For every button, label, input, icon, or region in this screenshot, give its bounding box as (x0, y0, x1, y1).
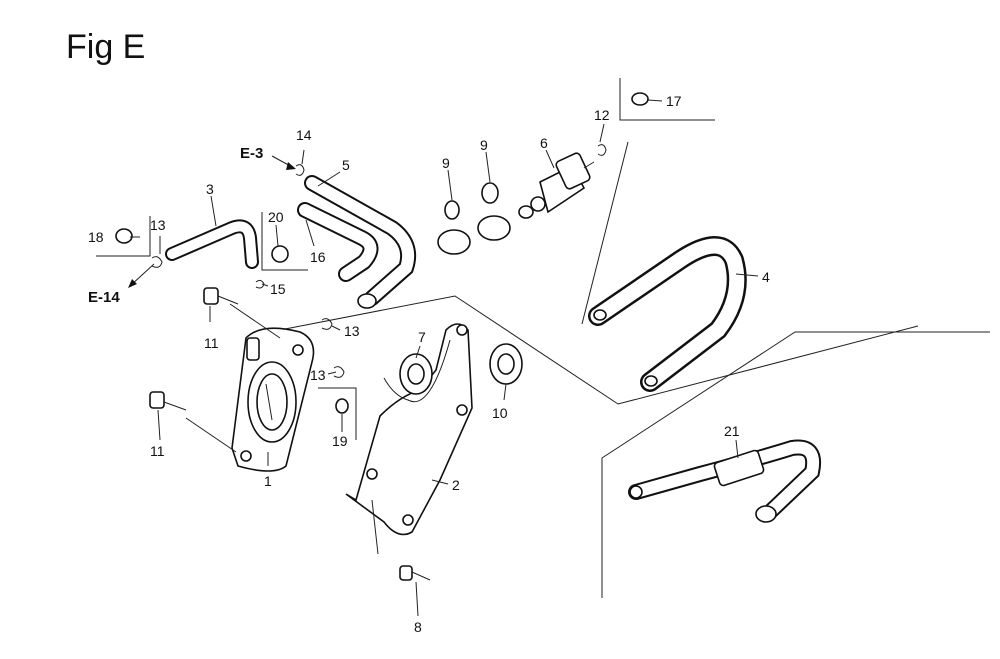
bolt-part-8 (399, 565, 431, 581)
clip-part-12 (597, 144, 607, 156)
callout-13b: 13 (344, 323, 360, 339)
callout-18: 18 (88, 229, 104, 245)
ref-e14-label: E-14 (88, 289, 120, 306)
clip-part-14 (295, 164, 305, 176)
callout-17: 17 (666, 93, 682, 109)
callout-19: 19 (332, 433, 348, 449)
callout-13c: 13 (310, 367, 326, 383)
callout-3: 3 (206, 181, 214, 197)
callout-1: 1 (264, 473, 272, 489)
callout-11b: 11 (150, 443, 165, 459)
nut-part-18 (115, 228, 133, 244)
callout-8: 8 (414, 619, 422, 635)
callout-20: 20 (268, 209, 284, 225)
callout-10: 10 (492, 405, 508, 421)
hose-part-21 (628, 439, 821, 523)
ref-e3-label: E-3 (240, 145, 263, 162)
nut-part-17 (631, 92, 649, 106)
clamp-part-9a (437, 200, 471, 255)
callout-12: 12 (594, 107, 610, 123)
grommet-part-7 (399, 353, 433, 395)
figure-title: Fig E (66, 28, 146, 66)
callout-9b: 9 (480, 137, 488, 153)
clip-part-13c (333, 366, 345, 378)
hose-part-5 (304, 175, 417, 309)
callout-9a: 9 (442, 155, 450, 171)
callout-2: 2 (452, 477, 460, 493)
callout-21: 21 (724, 423, 740, 439)
hose-part-16 (297, 202, 379, 282)
callout-7: 7 (418, 329, 426, 345)
nut-part-20 (271, 245, 289, 263)
callout-6: 6 (540, 135, 548, 151)
nut-part-19 (335, 398, 349, 414)
region-dividers (279, 78, 990, 598)
callout-4: 4 (762, 269, 770, 285)
callout-5: 5 (342, 157, 350, 173)
hose-part-4 (588, 236, 747, 392)
callout-labels: 1 2 3 4 5 6 7 8 9 9 10 11 11 12 13 13 13… (88, 93, 770, 635)
callout-16: 16 (310, 249, 326, 265)
callout-11a: 11 (204, 335, 219, 351)
clamp-part-9b (477, 182, 511, 241)
callout-14: 14 (296, 127, 312, 143)
reference-arrows (128, 155, 296, 288)
clip-part-15 (255, 279, 265, 289)
bracket-part-2 (345, 323, 473, 536)
bolt-part-11-lower (149, 391, 187, 411)
callout-15: 15 (270, 281, 286, 297)
hose-part-3 (165, 219, 259, 269)
fuel-pump-part-1 (231, 327, 315, 472)
grommet-part-10 (489, 343, 523, 385)
leader-lines (96, 99, 759, 617)
fuel-filter-part-6 (518, 152, 595, 219)
clip-part-13b (321, 318, 333, 330)
clip-part-13a (151, 256, 163, 268)
callout-13a: 13 (150, 217, 166, 233)
bolt-part-11-upper (203, 287, 239, 305)
